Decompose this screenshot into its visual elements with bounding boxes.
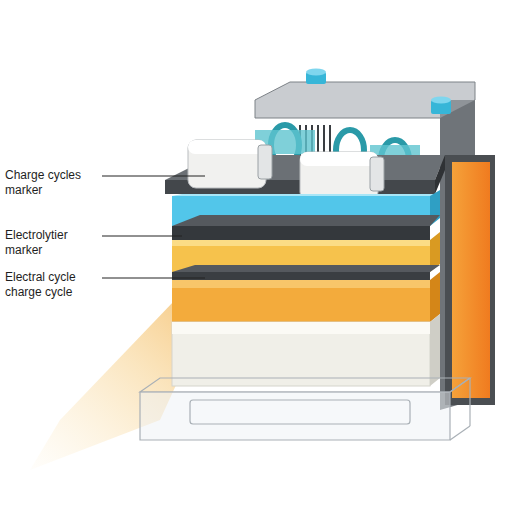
orange-layer-top [172, 280, 430, 288]
white-layer-top [172, 322, 430, 334]
separator-top [172, 215, 440, 226]
leader-line [102, 236, 182, 237]
separator [172, 272, 430, 280]
callout-label: Electral cycle charge cycle [5, 270, 97, 300]
leader-line [102, 278, 205, 279]
leader-line [102, 176, 205, 177]
battery-cell [300, 152, 384, 200]
white-layer-side [430, 314, 440, 386]
callout-label: Electrolytier marker [5, 228, 97, 258]
cyan-layer-top [172, 194, 440, 196]
white-layer [172, 322, 430, 386]
terminal-top [431, 97, 451, 104]
orange-layer [172, 280, 430, 322]
battery-cell [188, 140, 272, 188]
separator [172, 226, 430, 240]
orange-panel [452, 162, 490, 398]
plate-side [435, 155, 445, 194]
housing-top [255, 82, 475, 118]
base-tray [140, 378, 470, 440]
yellow-layer-top [172, 240, 430, 246]
callout-label: Charge cycles marker [5, 168, 97, 198]
panel-frame [445, 155, 495, 405]
terminal-top [306, 69, 326, 76]
orange-layer-side [430, 272, 440, 322]
separator-top [172, 265, 440, 272]
